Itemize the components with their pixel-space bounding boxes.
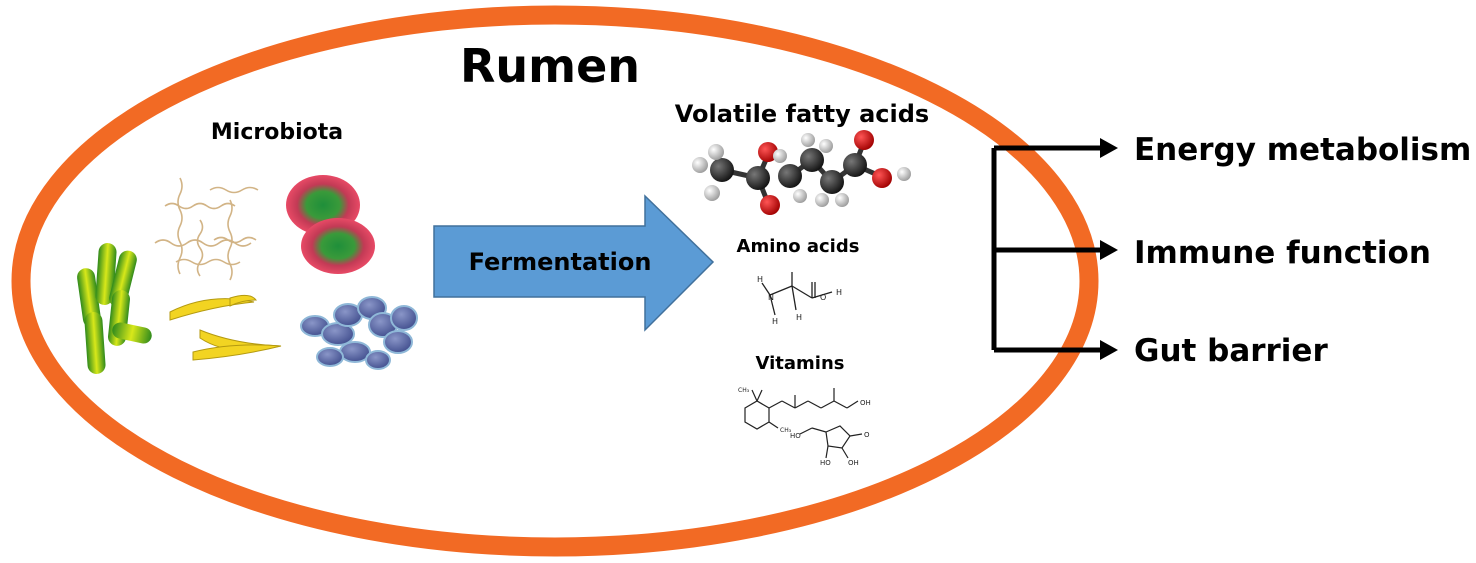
svg-text:O: O	[820, 293, 826, 302]
svg-text:H: H	[836, 288, 842, 297]
vfa-label: Volatile fatty acids	[675, 100, 929, 128]
blue-cell-chain-icon	[300, 296, 418, 370]
outcome-energy-metabolism: Energy metabolism	[1134, 132, 1471, 168]
svg-text:HO: HO	[790, 432, 801, 440]
arrowhead-icon	[1100, 138, 1118, 158]
outcome-gut-barrier: Gut barrier	[1134, 333, 1328, 369]
svg-text:CH₃: CH₃	[738, 387, 750, 394]
arrowhead-icon	[1100, 340, 1118, 360]
vitamins-label: Vitamins	[756, 353, 845, 374]
microbiota-label: Microbiota	[211, 120, 343, 145]
coccus-icon	[286, 175, 375, 274]
arrowhead-icon	[1100, 240, 1118, 260]
svg-text:H: H	[772, 317, 778, 326]
svg-text:O: O	[864, 431, 870, 439]
vitamin-structure-icon: OH O HO HO OH CH₃ CH₃	[738, 387, 871, 467]
svg-text:H: H	[757, 275, 763, 284]
rumen-title: Rumen	[460, 39, 640, 93]
amino-acid-structure-icon: H N H H O H	[757, 272, 842, 326]
svg-text:OH: OH	[848, 459, 859, 467]
svg-text:H: H	[796, 313, 802, 322]
fermentation-arrow: Fermentation	[433, 194, 715, 332]
outcome-arrowheads	[1100, 138, 1118, 360]
rod-bacteria-icon	[77, 243, 152, 374]
outcome-immune-function: Immune function	[1134, 235, 1431, 271]
svg-text:HO: HO	[820, 459, 831, 467]
spirochete-icon	[154, 177, 259, 281]
svg-text:N: N	[768, 293, 774, 302]
outcome-bracket	[991, 145, 1102, 353]
svg-text:CH₃: CH₃	[780, 427, 792, 434]
amino-acids-label: Amino acids	[737, 236, 860, 257]
vfa-molecule-icon	[692, 130, 911, 215]
vibrio-icon	[169, 294, 282, 361]
fermentation-label: Fermentation	[469, 248, 652, 276]
svg-text:OH: OH	[860, 399, 871, 407]
